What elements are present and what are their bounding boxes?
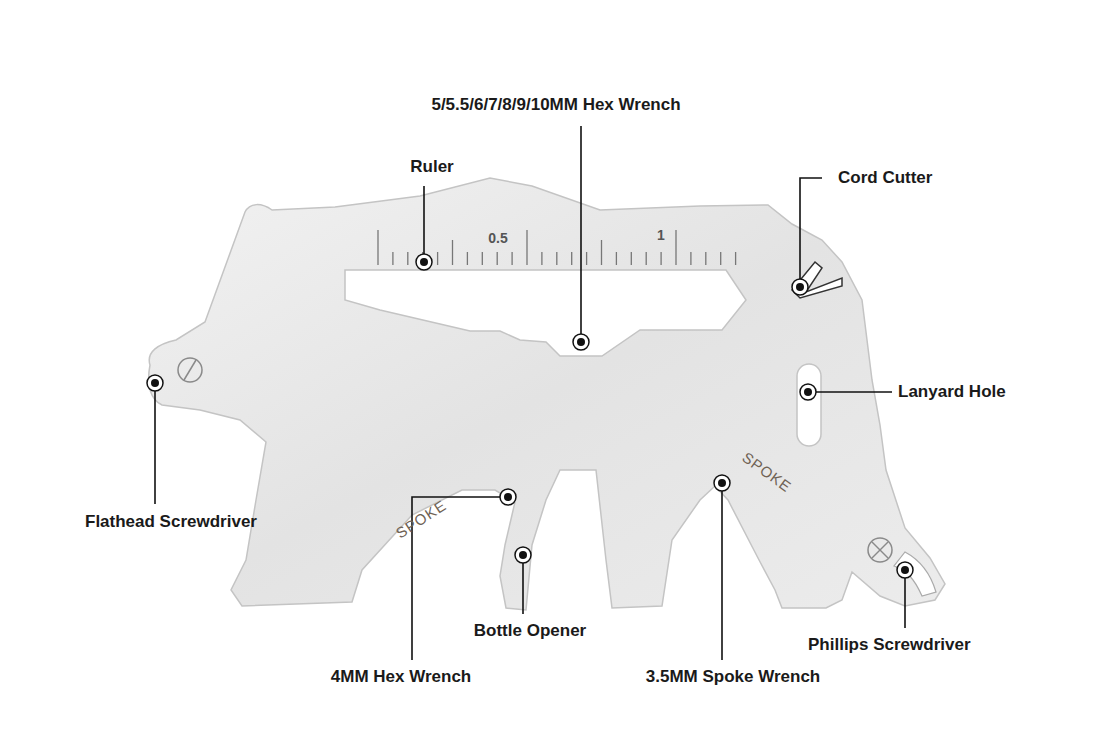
- ruler-tick: [392, 252, 393, 265]
- phillips-tip-notch: [894, 552, 936, 596]
- ruler-tick: [556, 252, 557, 265]
- ruler-tick: [511, 252, 512, 265]
- ruler-number: 0.5: [488, 230, 507, 246]
- dot-ring: [792, 279, 808, 295]
- engraved-text: SPOKE: [393, 496, 450, 541]
- callout-dot: [515, 547, 531, 563]
- ruler-tick: [377, 230, 378, 265]
- callout-label: 3.5MM Spoke Wrench: [646, 667, 820, 687]
- dot-center: [718, 479, 726, 487]
- ruler-tick: [601, 240, 602, 265]
- dot-center: [804, 388, 812, 396]
- ruler-tick: [586, 252, 587, 265]
- ruler-tick: [467, 252, 468, 265]
- ruler-tick: [497, 252, 498, 265]
- flathead-symbol: [178, 358, 202, 382]
- callout-dot: [573, 334, 589, 350]
- dot-center: [504, 493, 512, 501]
- callout-label: Lanyard Hole: [898, 382, 1006, 402]
- dot-ring: [573, 334, 589, 350]
- ruler-tick: [705, 252, 706, 265]
- callout-label: Cord Cutter: [838, 168, 932, 188]
- callout-dot: [800, 384, 816, 400]
- ruler-tick: [720, 252, 721, 265]
- callout-label: Phillips Screwdriver: [808, 635, 971, 655]
- callout-label: Bottle Opener: [474, 621, 586, 641]
- callout-label: 5/5.5/6/7/8/9/10MM Hex Wrench: [431, 95, 680, 115]
- ruler-tick: [675, 230, 676, 265]
- ruler-tick: [541, 252, 542, 265]
- ruler-number: 1: [657, 227, 665, 243]
- dot-center: [901, 566, 909, 574]
- callout-dot: [714, 475, 730, 491]
- dot-ring: [147, 375, 163, 391]
- dot-ring: [714, 475, 730, 491]
- dot-center: [519, 551, 527, 559]
- lanyard-slot: [797, 364, 821, 446]
- dot-ring: [515, 547, 531, 563]
- dot-center: [420, 258, 428, 266]
- bear-tool-body: [149, 178, 945, 610]
- ruler-tick: [437, 252, 438, 265]
- phillips-symbol: [868, 538, 892, 562]
- ruler-tick: [735, 252, 736, 265]
- callout-dots: [147, 254, 913, 578]
- dot-ring: [897, 562, 913, 578]
- callout-dot: [416, 254, 432, 270]
- callout-dot: [500, 489, 516, 505]
- dot-center: [796, 283, 804, 291]
- callout-label: Flathead Screwdriver: [85, 512, 257, 532]
- ruler-tick: [571, 252, 572, 265]
- ruler-tick: [690, 252, 691, 265]
- ruler-tick: [526, 230, 527, 265]
- ruler-tick: [407, 252, 408, 265]
- ruler-tick: [631, 252, 632, 265]
- leader-lines: [155, 126, 905, 660]
- ruler-tick: [616, 252, 617, 265]
- ruler-tick: [660, 252, 661, 265]
- callout-dot: [147, 375, 163, 391]
- callout-dot: [792, 279, 808, 295]
- ruler-tick: [482, 252, 483, 265]
- dot-ring: [416, 254, 432, 270]
- dot-ring: [500, 489, 516, 505]
- callout-label: Ruler: [410, 157, 453, 177]
- engraved-text: SPOKE: [739, 448, 795, 495]
- dot-center: [151, 379, 159, 387]
- ruler-tick: [452, 240, 453, 265]
- ruler-tick: [646, 252, 647, 265]
- callout-dot: [897, 562, 913, 578]
- dot-ring: [800, 384, 816, 400]
- callout-label: 4MM Hex Wrench: [331, 667, 471, 687]
- dot-center: [577, 338, 585, 346]
